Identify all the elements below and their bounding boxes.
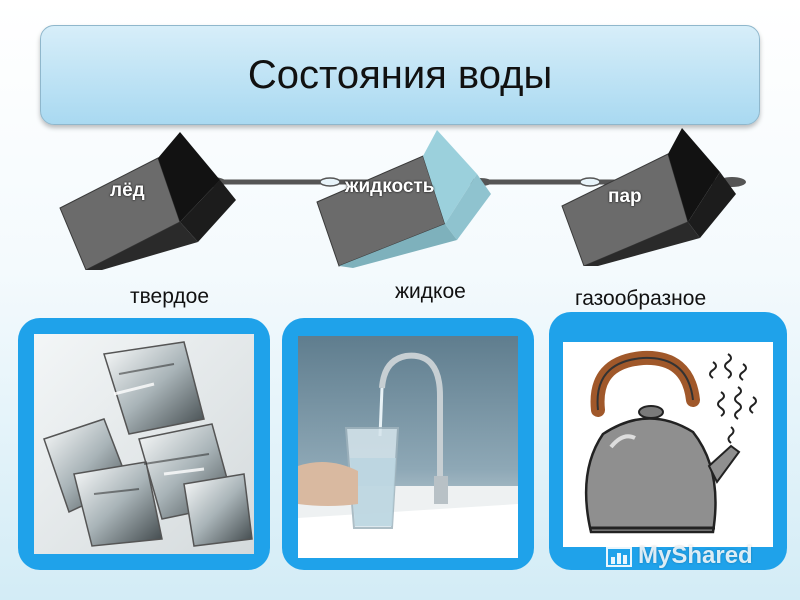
block-ice-shape bbox=[59, 132, 236, 271]
block-steam-label: пар bbox=[608, 186, 642, 207]
ice-cubes-image bbox=[34, 334, 254, 554]
slide-title: Состояния воды bbox=[247, 52, 553, 97]
state-label-gas: газообразное bbox=[575, 287, 707, 310]
watermark-text: MyShared bbox=[638, 542, 753, 569]
block-liquid-label: жидкость bbox=[345, 176, 435, 197]
block-liquid-shape bbox=[316, 130, 491, 268]
block-ice-label: лёд bbox=[110, 180, 145, 201]
faucet-glass-image bbox=[298, 336, 518, 558]
chart-icon bbox=[606, 547, 632, 567]
title-banner: Состояния воды bbox=[40, 25, 760, 125]
photo-frame-liquid bbox=[282, 318, 534, 570]
block-steam-shape bbox=[561, 128, 736, 267]
block-steam: пар bbox=[560, 126, 740, 267]
state-label-liquid: жидкое bbox=[395, 280, 466, 303]
block-liquid: жидкость bbox=[315, 128, 495, 268]
watermark: MyShared bbox=[606, 542, 753, 570]
photo-frame-ice bbox=[18, 318, 270, 570]
block-ice: лёд bbox=[58, 130, 238, 271]
kettle-steam-image bbox=[563, 342, 773, 547]
photo-frame-gas bbox=[549, 312, 787, 570]
state-label-solid: твердое bbox=[130, 285, 210, 308]
